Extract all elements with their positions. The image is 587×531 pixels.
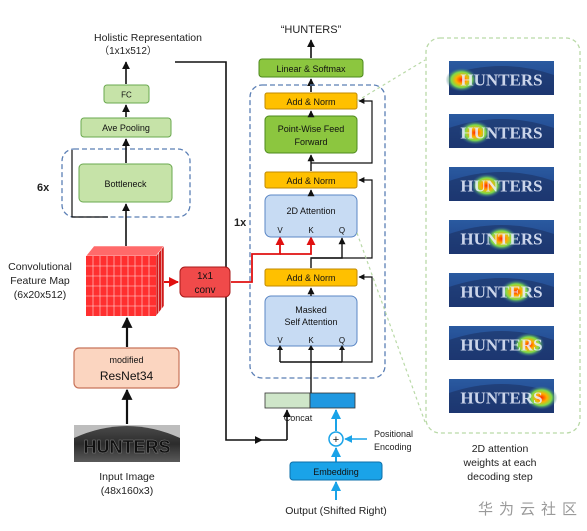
- masked-attention-v: V: [277, 336, 283, 345]
- bottleneck-skip: [72, 225, 126, 228]
- input-image-label: Input Image: [99, 471, 155, 483]
- holistic-to-concat-line: [175, 62, 262, 440]
- embedding-label: Embedding: [313, 467, 359, 477]
- attention-step-7: HUNTERS: [449, 379, 557, 413]
- add-norm-3-label: Add & Norm: [286, 97, 335, 107]
- attention-caption-1: 2D attention: [472, 443, 529, 455]
- decoder-repeat-label: 1x: [234, 217, 247, 229]
- feature-map-cube: [86, 246, 164, 316]
- feature-map-label-1: Convolutional: [8, 261, 72, 273]
- positional-encoding-label-1: Positional: [374, 429, 413, 439]
- feature-map-label-2: Feature Map: [10, 275, 70, 287]
- concat-label: Concat: [284, 413, 313, 423]
- attention-step-word: HUNTERS: [460, 176, 542, 195]
- conv-label-1: 1x1: [197, 271, 214, 282]
- add-norm-2-label: Add & Norm: [286, 176, 335, 186]
- output-shifted-label: Output (Shifted Right): [285, 505, 387, 517]
- attention-step-6: HUNTERS: [449, 326, 554, 360]
- conv-label-2: conv: [194, 285, 215, 296]
- attention-step-5: HUNTERS: [449, 273, 554, 307]
- positional-encoding-label-2: Encoding: [374, 442, 412, 452]
- attention-caption-2: weights at each: [463, 457, 537, 469]
- concat-left-box: [265, 393, 310, 408]
- bottleneck-repeat-label: 6x: [37, 182, 50, 194]
- holistic-dims: （1x1x512）: [99, 45, 157, 57]
- watermark: 华为云社区: [478, 500, 583, 518]
- attention-step-2: HUNTERS: [449, 114, 554, 148]
- bottleneck-label: Bottleneck: [104, 179, 147, 189]
- holistic-title: Holistic Representation: [94, 32, 202, 44]
- positional-plus-symbol: +: [333, 434, 339, 446]
- input-image-word: HUNTERS: [83, 437, 170, 457]
- output-text: “HUNTERS”: [281, 24, 342, 36]
- attention-2d-q: Q: [339, 226, 345, 235]
- masked-attention-q: Q: [339, 336, 345, 345]
- attention-2d-label: 2D Attention: [286, 206, 335, 216]
- attention-2d-k: K: [308, 226, 314, 235]
- attention-step-word: HUNTERS: [460, 229, 542, 248]
- masked-attention-label-1: Masked: [295, 305, 327, 315]
- arrow-addnorm1-to-q: [311, 238, 342, 268]
- feature-map-label-3: (6x20x512): [14, 289, 67, 301]
- attention-step-word: HUNTERS: [460, 388, 542, 407]
- concat-right-box: [310, 393, 355, 408]
- fc-label: FC: [121, 91, 132, 100]
- linear-softmax-label: Linear & Softmax: [276, 64, 346, 74]
- add-norm-1-label: Add & Norm: [286, 273, 335, 283]
- attention-step-word: HUNTERS: [460, 282, 542, 301]
- masked-attention-label-2: Self Attention: [284, 317, 337, 327]
- attention-step-1: HUNTERS: [446, 61, 554, 95]
- resnet-label-1: modified: [109, 355, 143, 365]
- masked-attention-k: K: [308, 336, 314, 345]
- attention-step-word: HUNTERS: [460, 70, 542, 89]
- attention-step-word: HUNTERS: [460, 123, 542, 142]
- attention-heatmaps: HUNTERS HUNTERS HUNTERS HUNTERS HUNTERS HUNTE…: [446, 61, 558, 413]
- feed-forward-box: [265, 116, 357, 153]
- ave-pooling-label: Ave Pooling: [102, 123, 150, 133]
- arrow-input-to-masked-vkq: [280, 348, 342, 393]
- feed-forward-label-1: Point-Wise Feed: [278, 124, 345, 134]
- attention-step-4: HUNTERS: [449, 220, 554, 254]
- feed-forward-label-2: Forward: [294, 137, 327, 147]
- arrow-conv-to-k: [280, 237, 311, 254]
- panel-connector-top: [357, 60, 425, 101]
- attention-step-3: HUNTERS: [449, 167, 554, 201]
- input-image-dims: (48x160x3): [101, 485, 154, 497]
- attention-step-word: HUNTERS: [460, 335, 542, 354]
- resnet-label-2: ResNet34: [100, 369, 154, 383]
- panel-connector-bottom: [357, 233, 425, 422]
- attention-2d-v: V: [277, 226, 283, 235]
- attention-caption-3: decoding step: [467, 471, 533, 483]
- input-image: HUNTERS: [74, 425, 180, 462]
